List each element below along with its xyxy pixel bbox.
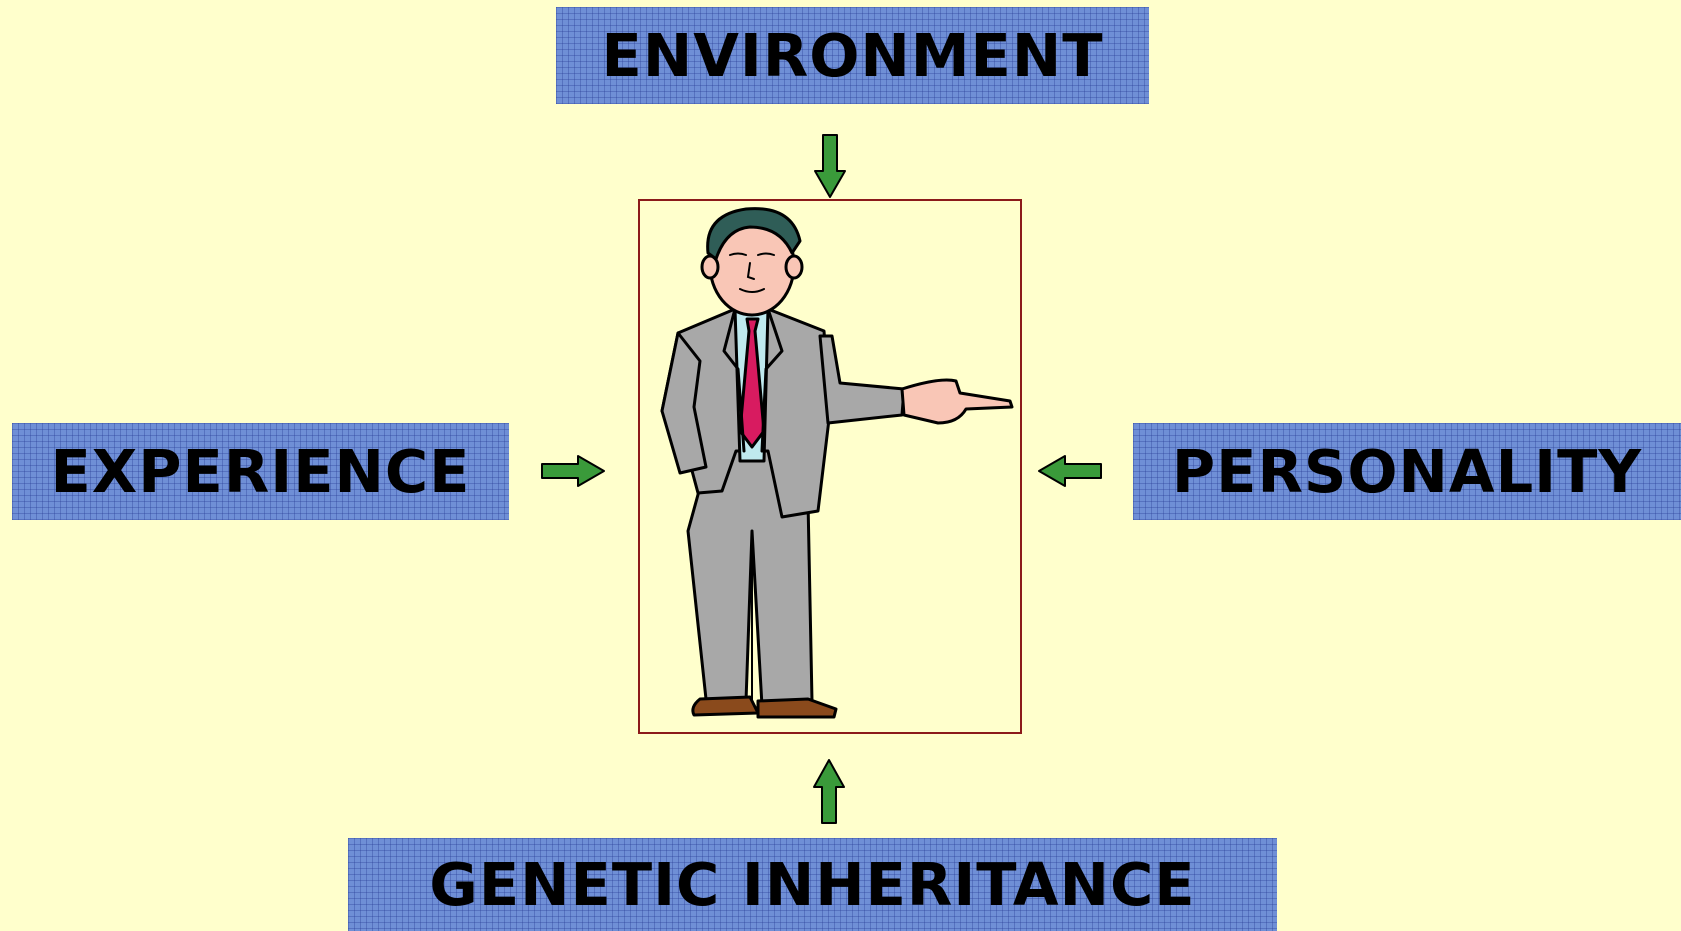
arrow-right-icon [541,455,605,487]
genetic-inheritance-label-text: GENETIC INHERITANCE [429,850,1196,919]
experience-label-text: EXPERIENCE [50,437,471,506]
arrow-down-icon [814,134,846,198]
environment-label-text: ENVIRONMENT [601,21,1104,90]
personality-label-text: PERSONALITY [1171,437,1643,506]
personality-label: PERSONALITY [1133,423,1681,520]
person-frame [638,199,1022,734]
arrow-left-icon [1038,455,1102,487]
experience-label: EXPERIENCE [12,423,509,520]
genetic-inheritance-label: GENETIC INHERITANCE [348,838,1277,931]
arrow-up-icon [813,759,845,824]
environment-label: ENVIRONMENT [556,7,1149,104]
person-pointing-icon [660,207,1014,719]
